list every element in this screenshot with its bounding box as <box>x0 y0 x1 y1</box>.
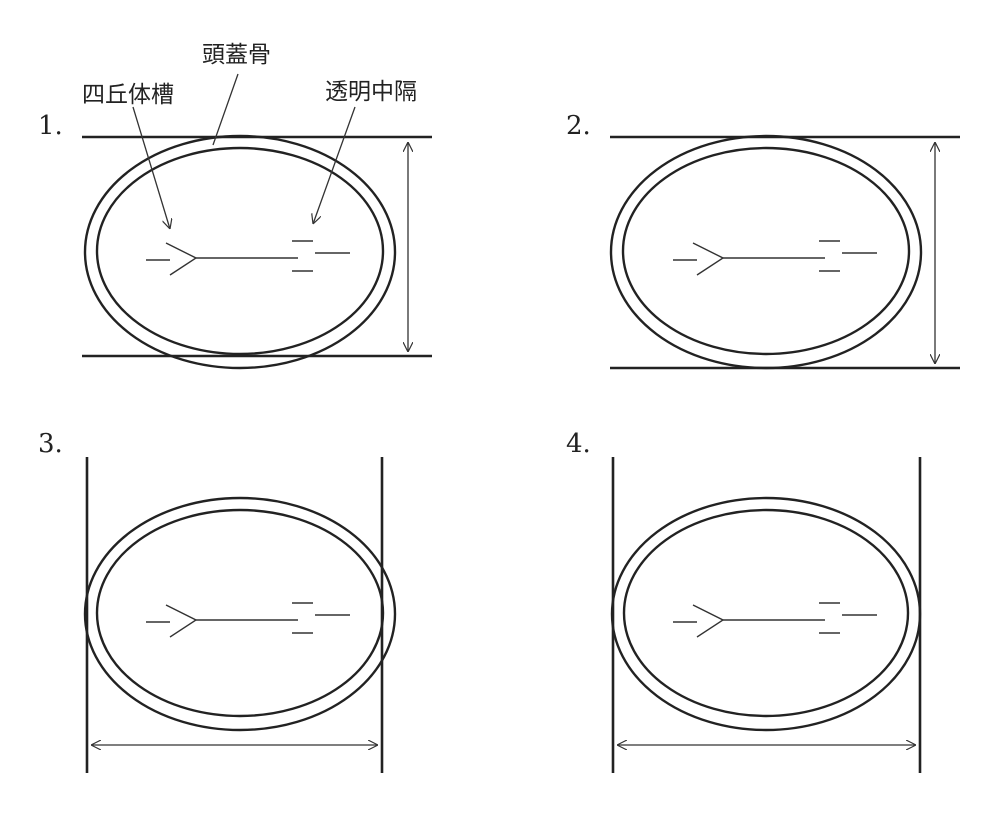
panel-4-outer-skull-ellipse <box>610 496 922 732</box>
septum-pellucidum-label: 透明中隔 <box>325 79 417 105</box>
panel-1-outer-skull-ellipse <box>83 134 397 370</box>
panel-4-midline-structures <box>673 602 877 638</box>
panel-2-outer-skull-ellipse <box>609 134 923 370</box>
panel-3-number: 3. <box>38 429 63 459</box>
panel-2: 2. <box>566 111 960 370</box>
skull-leader-line <box>212 73 239 146</box>
panel-1-number: 1. <box>38 111 63 141</box>
panel-1-midline-structures <box>146 240 350 276</box>
panel-4-inner-skull-ellipse <box>622 508 910 718</box>
panel-3: 3. <box>38 429 397 773</box>
septum-pellucidum-arrow <box>313 106 356 224</box>
panel-3-midline-structures <box>146 602 350 638</box>
quadrigeminal-cistern-label: 四丘体槽 <box>82 82 174 108</box>
panel-2-inner-skull-ellipse <box>621 146 911 356</box>
panel-4-number: 4. <box>566 429 591 459</box>
panel-3-outer-skull-ellipse <box>83 496 397 732</box>
panel-1-inner-skull-ellipse <box>95 146 385 356</box>
panel-2-number: 2. <box>566 111 591 141</box>
panel-1: 1. 頭蓋骨 四丘体槽 透明中隔 <box>38 42 432 370</box>
skull-label: 頭蓋骨 <box>202 42 271 68</box>
quadrigeminal-cistern-arrow <box>132 106 170 229</box>
panel-4: 4. <box>566 429 922 773</box>
panel-3-inner-skull-ellipse <box>95 508 385 718</box>
panel-2-midline-structures <box>673 240 877 276</box>
